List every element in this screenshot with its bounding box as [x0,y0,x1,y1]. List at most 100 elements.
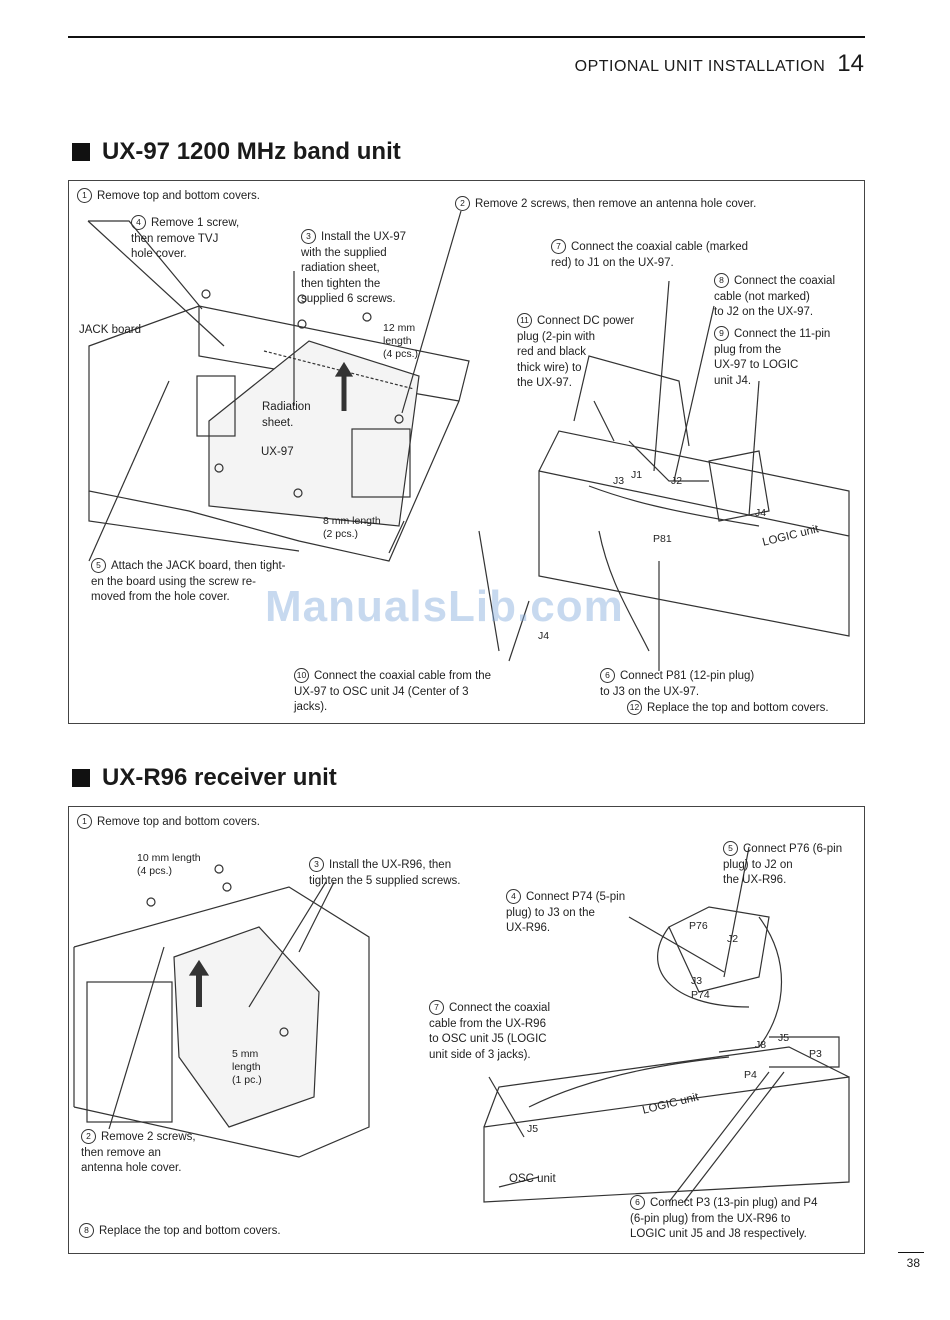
label-p76: P76 [689,920,708,932]
label-j1: J1 [631,469,643,481]
chassis-right-top [483,1046,850,1128]
leader-step7 [488,1076,525,1138]
uxr96-board [173,926,320,1128]
label-12mm-screws: 12 mm length (4 pcs.) [383,322,419,360]
uxr96-right-board [668,906,770,993]
leader-osc [498,1176,540,1188]
label-10mm-screws: 10 mm length (4 pcs.) [137,852,201,877]
cable-p74 [657,926,750,1008]
label-j4-osc: J4 [538,630,550,642]
leader-step11 [593,400,615,442]
label-p74: P74 [691,989,710,1001]
chassis-right-top [538,430,850,536]
label-jack-board: JACK board [79,324,142,336]
leader-step2 [108,946,165,1130]
chassis-left-outline [88,305,470,562]
leader-step5 [88,380,170,562]
section-title-uxr96: UX-R96 receiver unit [72,764,337,792]
label-p4: P4 [744,1069,757,1081]
label-5mm-screw: 5 mm length (1 pc.) [232,1048,262,1086]
uxr96-diagram-svg [73,846,850,1203]
label-j4-logic: J4 [755,507,767,519]
ux97-diagram-svg [87,210,850,671]
cable-osc [598,530,650,652]
cable-osc [528,1056,730,1108]
page-number: 38 [906,1256,920,1270]
leader-step4a [88,220,203,310]
cable-bundle [588,485,760,527]
leader-step8 [673,305,715,482]
logic-j4-area [708,450,770,522]
uxr96-installation-figure [69,807,864,1253]
label-8mm-screws: 8 mm length (2 pcs.) [323,515,381,540]
cover-inset [351,428,411,498]
ux97-board [208,340,420,527]
section-bullet-icon [72,143,90,161]
label-j8: J8 [755,1039,767,1051]
section-bullet-icon [72,769,90,787]
leader-step2 [401,210,462,414]
leader-step6a [668,1071,770,1203]
header-rule [68,36,865,38]
label-j5-osc: J5 [527,1123,539,1135]
label-osc-unit: OSC unit [509,1173,556,1185]
leader-step10 [508,600,530,662]
leader-step3b [298,881,335,953]
leader-8mm [388,520,405,554]
leader-step9 [748,380,760,517]
page-header: OPTIONAL UNIT INSTALLATION 14 [575,50,864,78]
leader-step4 [628,916,725,973]
header-title: OPTIONAL UNIT INSTALLATION [574,58,826,75]
leader-step4b [87,220,225,347]
cable-p81 [628,440,709,482]
label-j3: J3 [613,475,625,487]
watermark: ManualsLib.com [265,582,624,631]
label-p3: P3 [809,1048,822,1060]
label-ux97-board: UX-97 [261,446,294,458]
leader-osc [478,530,500,652]
logic-j5-j8-area [769,1036,840,1068]
page-number-rule [898,1252,924,1253]
label-p81: P81 [653,533,672,545]
cable-p76 [718,916,782,1053]
chapter-number: 14 [837,50,864,77]
label-j3: J3 [691,975,703,987]
chassis-left-base [88,491,300,552]
leader-step5 [723,846,750,978]
chassis-right-front [483,1076,850,1203]
ux97-installation-figure [69,181,864,723]
leader-step7 [653,280,670,472]
label-j2: J2 [727,933,739,945]
leader-step3a [248,881,327,1008]
ux97-right-board [573,355,690,447]
section-title-ux97: UX-97 1200 MHz band unit [72,138,401,166]
jack-board-inset [196,375,236,437]
label-j2: J2 [671,475,683,487]
cover-inset [86,981,173,1123]
leader-step6b [683,1071,785,1203]
chassis-left-outline [73,886,370,1158]
label-radiation-sheet: Radiation sheet. [262,401,311,429]
label-j5-logic: J5 [778,1032,790,1044]
